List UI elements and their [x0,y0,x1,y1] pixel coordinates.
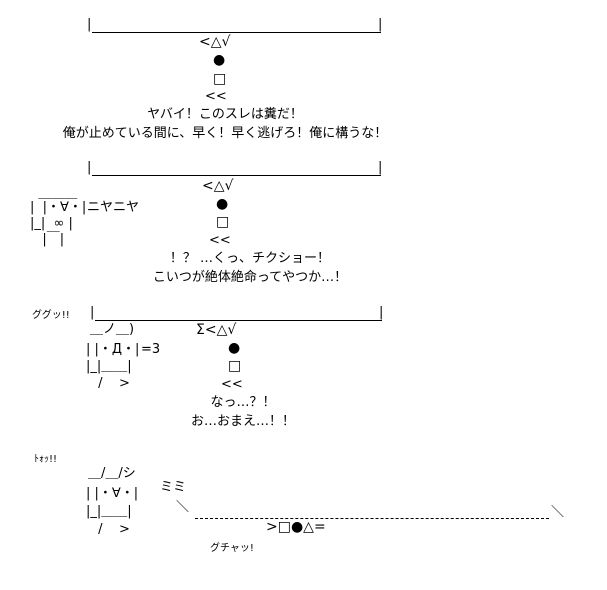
bar-right-edge: | [378,17,383,32]
arrows: << [209,233,231,248]
slash-left: ＼ [176,500,190,515]
bar-right-edge: | [378,160,383,175]
symbols: Σ<△√ [196,322,237,338]
face-row-1: | |・Д・| [86,342,140,357]
speech-line-1: なっ…？！ [210,395,276,410]
bar-left-edge: | [87,160,92,175]
box: □ [228,358,242,374]
sfx: ググッ!! [32,310,70,321]
slash-right: ＼ [551,505,565,520]
face-row-2: |_|＿＿| [86,359,132,374]
bar-left-edge: | [90,305,95,320]
face-row-3: |￣| [30,232,65,247]
face-row-2: |_|＿＿| [86,504,132,519]
box: □ [213,71,227,87]
bar-line [95,320,382,321]
face-sfx: ニヤニヤ [87,200,140,215]
speech-line-2: 俺が止めている間に、早く！早く逃げろ！俺に構うな！ [62,126,388,141]
arrows: << [221,377,243,392]
mimi-sfx: ミミ [160,480,187,495]
speech-line-2: こいつが絶体絶命ってやつか…！ [152,270,348,285]
bar-line [92,32,381,33]
ball: ● [213,52,226,68]
face-row-1: | |・∀・| [86,486,139,501]
bar-line [92,175,381,176]
bar-left-edge: | [87,17,92,32]
sfx: ﾄｫｯ!! [34,454,58,465]
face-top: ＿ノ＿) [90,322,135,337]
arrows: << [205,89,227,104]
face-row-3: / > [94,376,130,391]
speech-line-1: ！？ …くっ、チクショー！ [169,251,331,266]
ball: ● [228,340,241,356]
crash-sfx: グチャッ! [210,543,254,554]
face-top: ＿＿＿ [30,186,78,201]
face-row-2: |_| ∞ | [30,216,73,231]
symbols: <△√ [199,34,231,50]
speech-line-1: ヤバイ！このスレは糞だ！ [147,107,303,122]
ball: ● [216,196,229,212]
face-row-3: / > [94,522,130,537]
face-sfx: =3 [141,342,161,357]
face-top: ＿/＿/シ [88,466,136,481]
crash-symbols: >□●△= [266,519,326,535]
bar-right-edge: | [379,305,384,320]
speech-line-2: お…おまえ…！！ [190,414,295,429]
flattened-bar [195,518,549,519]
box: □ [216,214,230,230]
symbols: <△√ [202,178,234,194]
face-row-1: | |・∀・| [30,200,87,215]
